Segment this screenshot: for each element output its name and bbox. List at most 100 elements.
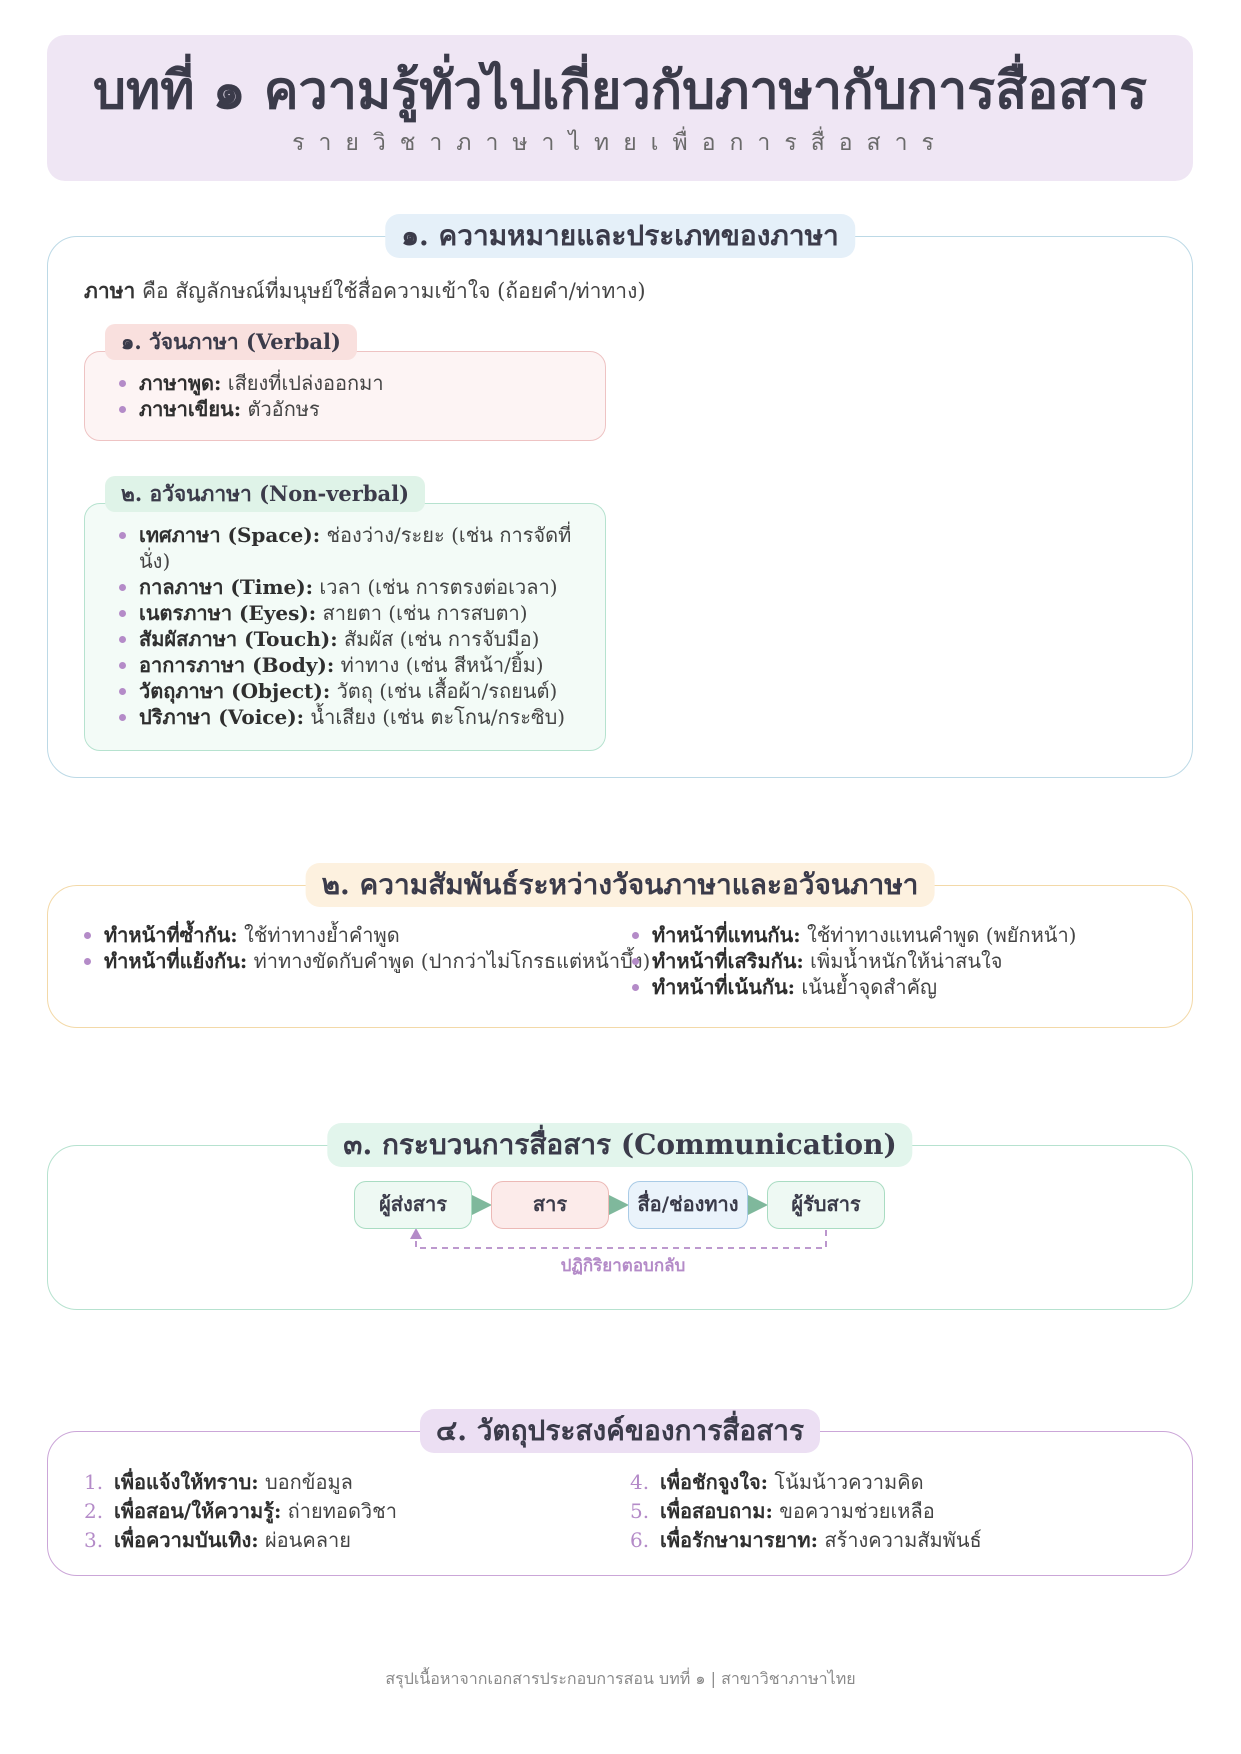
nonverbal-label: ๒. อวัจนภาษา (Non-verbal)	[105, 476, 426, 512]
item-number: 6.	[630, 1528, 650, 1552]
item-desc: ใช้ท่าทางแทนคำพูด (พยักหน้า)	[800, 923, 1077, 947]
list-item: ภาษาเขียน: ตัวอักษร	[113, 396, 384, 422]
node-sender: ผู้ส่งสาร	[354, 1181, 472, 1229]
list-item: อาการภาษา (Body): ท่าทาง (เช่น สีหน้า/ยิ…	[113, 652, 593, 678]
verbal-label: ๑. วัจนภาษา (Verbal)	[105, 324, 357, 360]
item-term: วัตถุภาษา (Object):	[139, 679, 331, 703]
item-desc: สร้างความสัมพันธ์	[817, 1528, 982, 1552]
item-desc: เพิ่มน้ำหนักให้น่าสนใจ	[803, 949, 1003, 973]
item-desc: ผ่อนคลาย	[258, 1528, 351, 1552]
list-item: ทำหน้าที่เน้นกัน: เน้นย้ำจุดสำคัญ	[626, 974, 1166, 1000]
relationship-list-left: ทำหน้าที่ซ้ำกัน: ใช้ท่าทางย้ำคำพูด ทำหน้…	[78, 922, 658, 974]
section-title: ๒. ความสัมพันธ์ระหว่างวัจนภาษาและอวัจนภา…	[305, 863, 935, 907]
nonverbal-box: ๒. อวัจนภาษา (Non-verbal) เทศภาษา (Space…	[84, 476, 606, 751]
item-desc: โน้มน้าวความคิด	[768, 1470, 924, 1494]
item-number: 1.	[84, 1470, 104, 1494]
item-term: ภาษาพูด:	[139, 371, 222, 395]
node-channel: สื่อ/ช่องทาง	[628, 1181, 748, 1229]
item-number: 2.	[84, 1499, 104, 1523]
section-language-relationship: ๒. ความสัมพันธ์ระหว่างวัจนภาษาและอวัจนภา…	[47, 863, 1193, 1028]
list-item: 3. เพื่อความบันเทิง: ผ่อนคลาย	[84, 1526, 397, 1555]
item-desc: ตัวอักษร	[241, 397, 320, 421]
item-term: เพื่อชักจูงใจ:	[660, 1470, 769, 1494]
list-item: ทำหน้าที่เสริมกัน: เพิ่มน้ำหนักให้น่าสนใ…	[626, 948, 1166, 974]
item-term: เทศภาษา (Space):	[139, 523, 321, 547]
list-item: 4. เพื่อชักจูงใจ: โน้มน้าวความคิด	[630, 1468, 982, 1497]
list-item: ทำหน้าที่แทนกัน: ใช้ท่าทางแทนคำพูด (พยัก…	[626, 922, 1166, 948]
item-number: 3.	[84, 1528, 104, 1552]
item-desc: ใช้ท่าทางย้ำคำพูด	[237, 923, 400, 947]
item-number: 4.	[630, 1470, 650, 1494]
item-term: อาการภาษา (Body):	[139, 653, 335, 677]
item-term: ปริภาษา (Voice):	[139, 705, 305, 729]
list-item: วัตถุภาษา (Object): วัตถุ (เช่น เสื้อผ้า…	[113, 678, 593, 704]
list-item: 1. เพื่อแจ้งให้ทราบ: บอกข้อมูล	[84, 1468, 397, 1497]
item-desc: น้ำเสียง (เช่น ตะโกน/กระซิบ)	[304, 705, 566, 729]
item-number: 5.	[630, 1499, 650, 1523]
item-term: เพื่อสอน/ให้ความรู้:	[114, 1499, 282, 1523]
item-term: กาลภาษา (Time):	[139, 575, 314, 599]
item-term: ทำหน้าที่แย้งกัน:	[104, 949, 248, 973]
item-term: เนตรภาษา (Eyes):	[139, 601, 317, 625]
section-communication-process: ๓. กระบวนการสื่อสาร (Communication) ผู้ส…	[47, 1123, 1194, 1311]
definition-term: ภาษา	[84, 278, 136, 303]
list-item: 2. เพื่อสอน/ให้ความรู้: ถ่ายทอดวิชา	[84, 1497, 397, 1526]
item-desc: ถ่ายทอดวิชา	[281, 1499, 397, 1523]
list-item: สัมผัสภาษา (Touch): สัมผัส (เช่น การจับม…	[113, 626, 593, 652]
list-item: ปริภาษา (Voice): น้ำเสียง (เช่น ตะโกน/กร…	[113, 704, 593, 730]
item-desc: บอกข้อมูล	[258, 1470, 353, 1494]
list-item: กาลภาษา (Time): เวลา (เช่น การตรงต่อเวลา…	[113, 574, 593, 600]
list-item: ทำหน้าที่ซ้ำกัน: ใช้ท่าทางย้ำคำพูด	[78, 922, 658, 948]
language-definition: ภาษา คือ สัญลักษณ์ที่มนุษย์ใช้สื่อความเข…	[84, 275, 646, 308]
page-footer: สรุปเนื้อหาจากเอกสารประกอบการสอน บทที่ ๑…	[385, 1669, 856, 1688]
feedback-arrowhead	[410, 1228, 422, 1239]
item-desc: ช่องว่าง/ระยะ (เช่น การจัดที่นั่ง)	[139, 523, 572, 573]
item-term: ภาษาเขียน:	[139, 397, 242, 421]
list-item: เทศภาษา (Space): ช่องว่าง/ระยะ (เช่น การ…	[113, 522, 593, 574]
feedback-arrow	[415, 1230, 827, 1249]
item-term: สัมผัสภาษา (Touch):	[139, 627, 338, 651]
item-desc: วัตถุ (เช่น เสื้อผ้า/รถยนต์)	[330, 679, 558, 703]
item-desc: เสียงที่เปล่งออกมา	[221, 371, 384, 395]
item-term: เพื่อสอบถาม:	[660, 1499, 773, 1523]
verbal-list: ภาษาพูด: เสียงที่เปล่งออกมา ภาษาเขียน: ต…	[113, 370, 384, 422]
node-receiver: ผู้รับสาร	[767, 1181, 885, 1229]
communication-flow-diagram: ผู้ส่งสาร สาร สื่อ/ช่องทาง ผู้รับสาร ปฏิ…	[48, 1146, 1194, 1311]
item-desc: ขอความช่วยเหลือ	[772, 1499, 935, 1523]
flow-arrows	[410, 1195, 827, 1249]
list-item: 5. เพื่อสอบถาม: ขอความช่วยเหลือ	[630, 1497, 982, 1526]
section-language-types: ๑. ความหมายและประเภทของภาษา ภาษา คือ สัญ…	[47, 214, 1193, 778]
item-desc: ท่าทาง (เช่น สีหน้า/ยิ้ม)	[334, 653, 544, 677]
item-term: เพื่อแจ้งให้ทราบ:	[114, 1470, 259, 1494]
verbal-box: ๑. วัจนภาษา (Verbal) ภาษาพูด: เสียงที่เป…	[84, 324, 606, 441]
list-item: ภาษาพูด: เสียงที่เปล่งออกมา	[113, 370, 384, 396]
purpose-list-right: 4. เพื่อชักจูงใจ: โน้มน้าวความคิด 5. เพื่อ…	[630, 1468, 982, 1555]
section-title: ๔. วัตถุประสงค์ของการสื่อสาร	[420, 1409, 820, 1453]
node-message: สาร	[491, 1181, 609, 1229]
item-term: ทำหน้าที่ซ้ำกัน:	[104, 923, 238, 947]
page-subtitle: รายวิชาภาษาไทยเพื่อการสื่อสาร	[292, 129, 948, 156]
item-term: ทำหน้าที่แทนกัน:	[652, 923, 801, 947]
section-communication-purposes: ๔. วัตถุประสงค์ของการสื่อสาร 1. เพื่อแจ้ง…	[47, 1409, 1193, 1576]
item-desc: สัมผัส (เช่น การจับมือ)	[337, 627, 540, 651]
list-item: ทำหน้าที่แย้งกัน: ท่าทางขัดกับคำพูด (ปาก…	[78, 948, 658, 974]
item-term: ทำหน้าที่เสริมกัน:	[652, 949, 804, 973]
list-item: 6. เพื่อรักษามารยาท: สร้างความสัมพันธ์	[630, 1526, 982, 1555]
page-title: บทที่ ๑ ความรู้ทั่วไปเกี่ยวกับภาษากับการ…	[92, 60, 1148, 121]
item-term: เพื่อรักษามารยาท:	[660, 1528, 818, 1552]
section-title: ๑. ความหมายและประเภทของภาษา	[385, 214, 855, 258]
section-title: ๓. กระบวนการสื่อสาร (Communication)	[327, 1123, 913, 1167]
page-header: บทที่ ๑ ความรู้ทั่วไปเกี่ยวกับภาษากับการ…	[47, 35, 1193, 181]
item-term: เพื่อความบันเทิง:	[114, 1528, 259, 1552]
item-desc: เวลา (เช่น การตรงต่อเวลา)	[313, 575, 558, 599]
item-desc: ท่าทางขัดกับคำพูด (ปากว่าไม่โกรธแต่หน้าบ…	[247, 949, 651, 973]
purpose-list-left: 1. เพื่อแจ้งให้ทราบ: บอกข้อมูล 2. เพื่อสอน…	[84, 1468, 397, 1555]
list-item: เนตรภาษา (Eyes): สายตา (เช่น การสบตา)	[113, 600, 593, 626]
item-desc: สายตา (เช่น การสบตา)	[316, 601, 528, 625]
item-desc: เน้นย้ำจุดสำคัญ	[795, 975, 938, 999]
feedback-label: ปฏิกิริยาตอบกลับ	[560, 1256, 686, 1276]
nonverbal-list: เทศภาษา (Space): ช่องว่าง/ระยะ (เช่น การ…	[113, 522, 593, 730]
definition-text: คือ สัญลักษณ์ที่มนุษย์ใช้สื่อความเข้าใจ …	[135, 279, 646, 303]
item-term: ทำหน้าที่เน้นกัน:	[652, 975, 796, 999]
relationship-list-right: ทำหน้าที่แทนกัน: ใช้ท่าทางแทนคำพูด (พยัก…	[626, 922, 1166, 1000]
